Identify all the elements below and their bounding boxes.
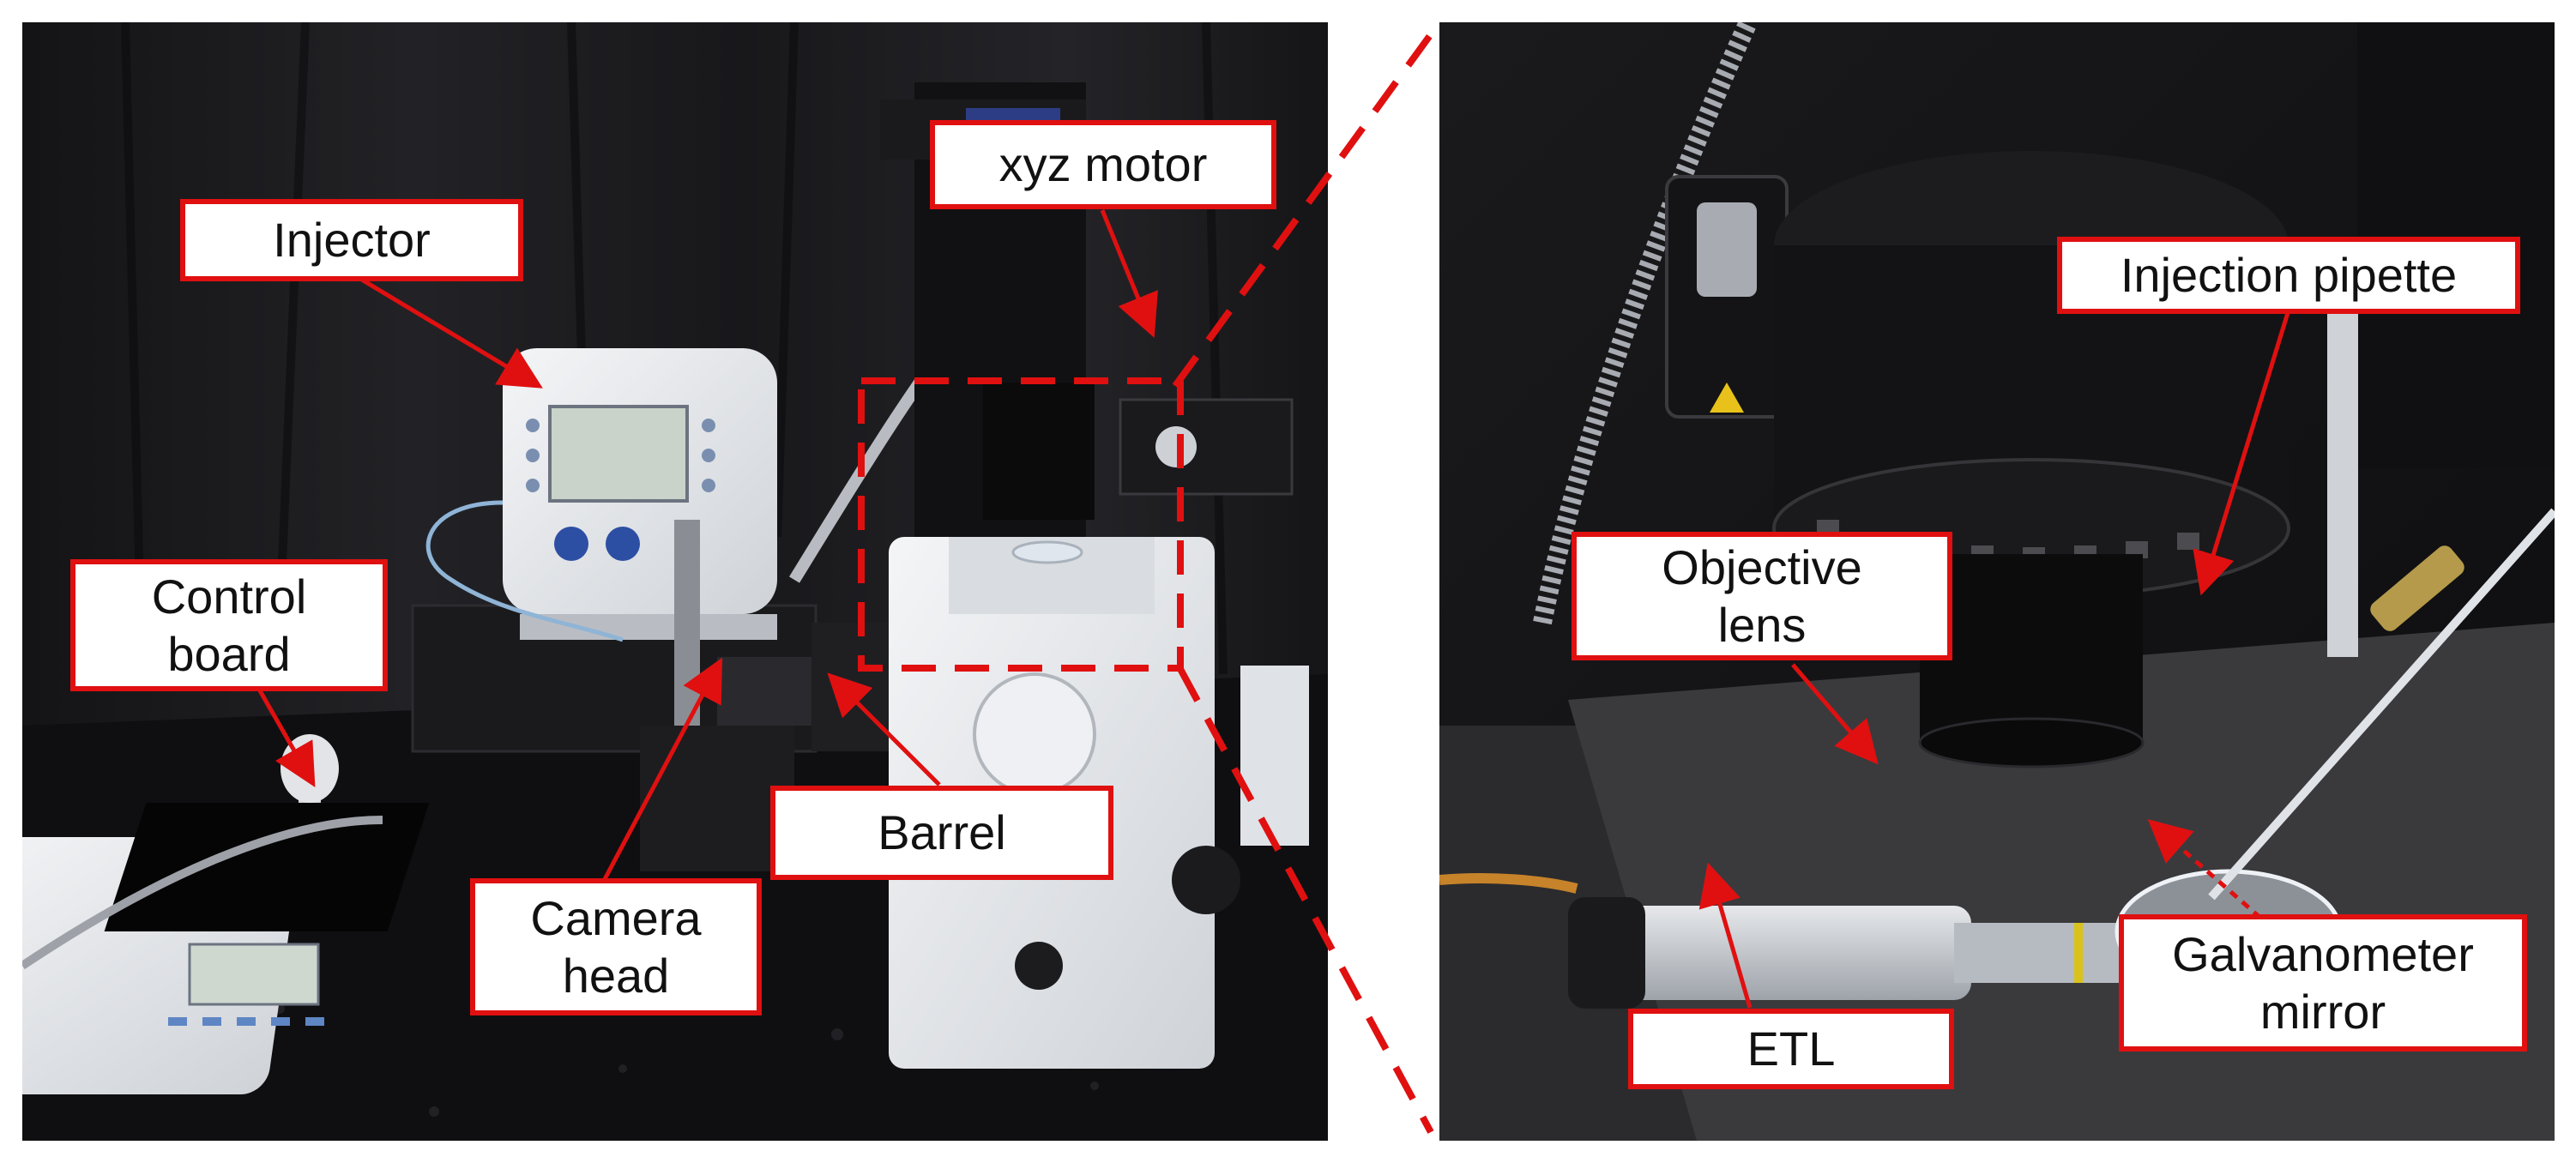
label-objective-lens: Objective lens <box>1572 532 1952 660</box>
label-xyz-motor-text: xyz motor <box>998 137 1208 192</box>
control-board-joystick-top <box>281 734 339 803</box>
injector-knob-right <box>606 527 640 561</box>
label-injector: Injector <box>180 199 523 281</box>
injector-foot <box>520 614 777 640</box>
label-galvanometer-mirror: Galvanometer mirror <box>2119 914 2527 1052</box>
flexible-cable <box>22 816 383 970</box>
warning-sticker <box>1710 383 1744 413</box>
black-plate <box>104 803 430 931</box>
label-camera-head-line2: head <box>562 949 670 1003</box>
injection-pipette-line <box>2208 508 2555 901</box>
label-objective-lens-line2: lens <box>1717 598 1807 652</box>
label-barrel: Barrel <box>770 786 1113 880</box>
orange-cable <box>1439 873 1578 894</box>
label-etl-text: ETL <box>1746 1021 1836 1076</box>
label-control-board-line1: Control <box>151 569 307 624</box>
focus-wheel <box>973 672 1096 796</box>
label-injection-pipette-text: Injection pipette <box>2120 248 2458 303</box>
label-objective-lens-line1: Objective <box>1662 539 1862 594</box>
side-device <box>1240 666 1309 846</box>
microscope-knob <box>1172 846 1240 914</box>
label-galvanometer-mirror-line2: mirror <box>2259 985 2386 1039</box>
label-injector-text: Injector <box>273 213 431 268</box>
xyz-motor-unit <box>1119 398 1294 496</box>
injector-buttons <box>526 419 715 492</box>
zoom-region-box <box>858 377 1184 672</box>
label-xyz-motor: xyz motor <box>930 120 1276 209</box>
control-board-screen <box>188 943 320 1006</box>
xyz-motor-knob <box>1155 426 1197 467</box>
post <box>674 520 700 726</box>
label-galvanometer-mirror-line1: Galvanometer <box>2172 926 2474 981</box>
label-camera-head-line1: Camera <box>530 890 702 945</box>
right-pole <box>2327 280 2358 657</box>
label-injection-pipette: Injection pipette <box>2057 237 2520 314</box>
etl-black-ring <box>1568 897 1645 1009</box>
label-control-board-line2: board <box>167 627 291 681</box>
label-camera-head: Camera head <box>470 878 762 1015</box>
etl-module <box>1611 906 1971 1000</box>
sample-dish <box>1011 540 1083 564</box>
injector-screen <box>548 405 689 503</box>
label-etl: ETL <box>1628 1009 1954 1089</box>
label-barrel-text: Barrel <box>878 805 1006 860</box>
objective-lens-bottom <box>1918 717 2145 768</box>
objective-lens-barrel <box>1920 554 2143 743</box>
bracket-metal-piece <box>1697 202 1757 297</box>
control-board-buttons <box>168 1017 324 1026</box>
label-control-board: Control board <box>70 559 388 691</box>
injector-knob-left <box>554 527 588 561</box>
objective-turret <box>983 383 1095 520</box>
tubing <box>425 500 624 642</box>
power-dial <box>1015 942 1063 990</box>
pipette-holder <box>2370 545 2464 631</box>
camera-head-body <box>717 657 811 726</box>
etl-yellow-band <box>2074 923 2083 983</box>
